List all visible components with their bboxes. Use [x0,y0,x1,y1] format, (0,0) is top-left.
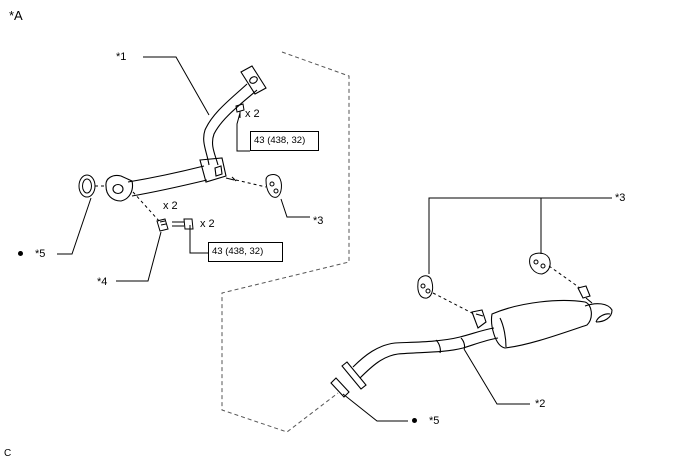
callout-rear-assembly: *2 [535,398,546,410]
bullet-front-gasket [18,251,23,256]
qty-upper-bolt: x 2 [245,108,260,120]
front-hanger [265,174,282,198]
callout-front-gasket: *5 [35,248,46,260]
corner-code: C [4,448,12,459]
lower-nut-drawing [156,218,169,232]
front-gasket [78,174,96,198]
connection-dashed-outline [221,51,350,433]
torque-box-lower: 43 (438, 32) [208,242,283,262]
bullet-rear-gasket [412,418,417,423]
lower-bolt-drawing [172,218,194,230]
qty-lower-bolt: x 2 [200,218,215,230]
upper-bolt-drawing [235,103,245,118]
callout-front-hanger: *3 [313,215,324,227]
qty-lower-nut: x 2 [163,200,178,212]
callout-rear-gasket: *5 [429,415,440,427]
front-exhaust-pipe [105,65,267,202]
callout-nut: *4 [97,276,108,288]
view-label: *A [9,8,23,23]
rear-hanger-left [417,275,434,299]
torque-box-upper: 43 (438, 32) [250,131,319,151]
callout-rear-hangers: *3 [615,192,626,204]
rear-hanger-right [529,252,551,275]
callout-front-pipe: *1 [116,51,127,63]
rear-exhaust-assembly [330,285,613,398]
